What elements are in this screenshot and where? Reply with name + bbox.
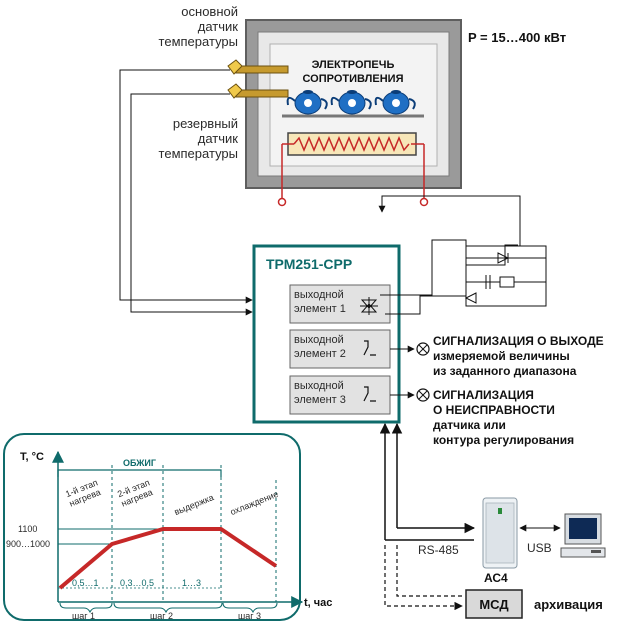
- fault-alarm-line: контура регулирования: [433, 433, 575, 447]
- output-element-2: [289, 329, 391, 369]
- output-label-line: выходной: [294, 380, 344, 392]
- duration-label: 1…3: [182, 578, 202, 588]
- fault-alarm-line: О НЕИСПРАВНОСТИ: [433, 403, 555, 417]
- reserve-sensor-line: датчик: [197, 131, 238, 146]
- main-sensor-label: основной датчик температуры: [150, 4, 238, 49]
- output-label-line: элемент 3: [294, 394, 346, 406]
- reserve-sensor-label: резервный датчик температуры: [140, 116, 238, 161]
- power-label: P = 15…400 кВт: [468, 30, 567, 45]
- triac-icon: [360, 297, 378, 315]
- duration-label: 0,3…0,5: [120, 578, 155, 588]
- furnace-power-line: [378, 195, 521, 246]
- fault-alarm-line: датчика или: [433, 418, 506, 432]
- range-alarm-line: из заданного диапазона: [433, 364, 577, 378]
- y-tick-label: 1100: [18, 524, 38, 534]
- alarm-lamp-icon: [416, 342, 430, 356]
- resistor-icon: [499, 276, 515, 288]
- thyristor-icon: [497, 252, 510, 264]
- reserve-sensor-wire: [130, 93, 253, 316]
- msd-label: МСД: [479, 597, 509, 612]
- controller-name: ТРМ251-СРР: [266, 256, 353, 272]
- rs485-label: RS-485: [418, 543, 459, 557]
- main-sensor-line: основной: [181, 4, 238, 19]
- output-label-line: выходной: [294, 334, 344, 346]
- furnace-title: ЭЛЕКТРОПЕЧЬ СОПРОТИВЛЕНИЯ: [282, 58, 424, 86]
- terminal-icon: [277, 197, 287, 207]
- temperature-profile: [58, 527, 278, 590]
- output-element-1: [289, 284, 391, 324]
- step-label: шаг 3: [238, 611, 262, 621]
- output-element-1-label: выходной элемент 1: [294, 288, 346, 316]
- output-label-line: элемент 1: [294, 303, 346, 315]
- computer-icon: [560, 513, 606, 558]
- relay-contact-icon: [363, 340, 376, 356]
- relay-contact-icon: [363, 386, 376, 402]
- teapot-icon: [330, 90, 372, 115]
- ac4-converter: [482, 497, 518, 569]
- archive-label: архивация: [534, 597, 603, 612]
- y-axis-label: T, °C: [20, 451, 44, 463]
- furnace-title-line: ЭЛЕКТРОПЕЧЬ: [311, 59, 395, 71]
- teapot-icon: [286, 90, 328, 115]
- furnace-title-line: СОПРОТИВЛЕНИЯ: [302, 73, 404, 85]
- usb-label: USB: [527, 541, 552, 555]
- terminal-icon: [419, 197, 429, 207]
- alarm-lamp-icon: [416, 388, 430, 402]
- main-sensor-line: датчик: [197, 19, 238, 34]
- reserve-sensor-line: резервный: [172, 116, 238, 131]
- output-label-line: элемент 2: [294, 348, 346, 360]
- furnace: [245, 19, 462, 207]
- range-alarm-label: СИГНАЛИЗАЦИЯ О ВЫХОДЕ измеряемой величин…: [433, 334, 604, 379]
- y-tick-label: 900…1000: [6, 539, 51, 549]
- main-sensor-wire: [119, 69, 253, 304]
- controller: [252, 244, 401, 424]
- output-label-line: выходной: [294, 289, 344, 301]
- reserve-sensor: [227, 83, 289, 99]
- rs485-bus: [379, 422, 476, 541]
- reserve-sensor-line: температуры: [158, 146, 238, 161]
- thyristor-icon: [464, 292, 477, 304]
- msd-box: [465, 589, 523, 619]
- x-axis-label: t, час: [304, 597, 333, 609]
- range-alarm-line: СИГНАЛИЗАЦИЯ О ВЫХОДЕ: [433, 334, 604, 348]
- range-alarm-line: измеряемой величины: [433, 349, 570, 363]
- output-element-3-label: выходной элемент 3: [294, 379, 346, 407]
- thyristor-bridge: [464, 244, 547, 307]
- fault-alarm-label: СИГНАЛИЗАЦИЯ О НЕИСПРАВНОСТИ датчика или…: [433, 388, 574, 448]
- step-label: шаг 1: [72, 611, 96, 621]
- teapot-icon: [374, 90, 416, 115]
- fault-alarm-line: СИГНАЛИЗАЦИЯ: [433, 388, 534, 402]
- step-label: шаг 2: [150, 611, 174, 621]
- process-graph: [3, 433, 304, 621]
- output-element-2-label: выходной элемент 2: [294, 333, 346, 361]
- main-sensor-line: температуры: [158, 34, 238, 49]
- process-label: ОБЖИГ: [123, 458, 156, 468]
- duration-label: 0,5…1: [72, 578, 99, 588]
- output-element-3: [289, 375, 391, 415]
- main-sensor: [227, 59, 289, 75]
- heater-element: [287, 132, 417, 156]
- ac4-label: АС4: [484, 571, 508, 585]
